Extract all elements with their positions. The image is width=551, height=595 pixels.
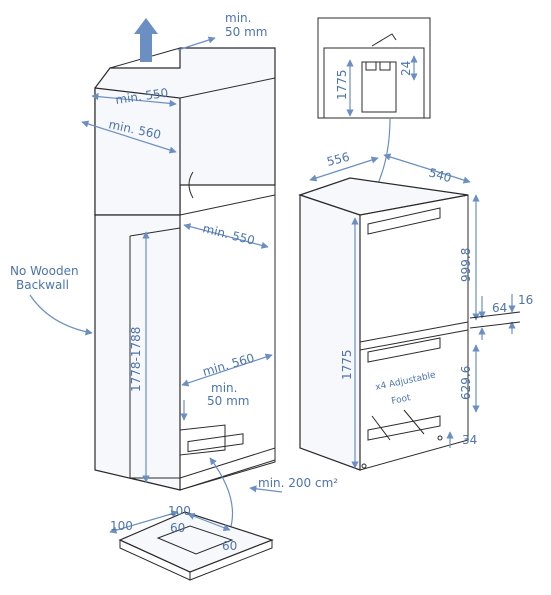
- label-min-50-top-b: 50 mm: [225, 25, 267, 39]
- fridge-dimensions: [309, 153, 521, 469]
- plinth-tray: [109, 510, 274, 581]
- kitchen-cabinet: [94, 47, 276, 491]
- inset-detail: [317, 17, 431, 119]
- label-feet-b: Foot: [391, 393, 413, 407]
- label-fridge-width: 556: [325, 150, 351, 169]
- label-plinth-60-inner: 60: [170, 521, 185, 535]
- label-min-50-low-a: min.: [211, 381, 237, 395]
- cabinet-dimensions: [29, 36, 283, 531]
- label-fridge-34: 34: [462, 433, 477, 447]
- label-vent-area: min. 200 cm²: [258, 476, 338, 490]
- fridge-unit: [298, 177, 469, 471]
- label-min-560-low: min. 560: [201, 351, 256, 379]
- vent-up-arrow-icon: [134, 18, 158, 62]
- label-plinth-60-right: 60: [222, 539, 237, 553]
- label-inset-24: 24: [399, 61, 413, 76]
- label-fridge-height: 1775: [340, 349, 354, 380]
- label-feet-a: x4 Adjustable: [375, 370, 438, 393]
- label-fridge-upper: 999.8: [459, 248, 473, 282]
- label-plinth-100-left: 100: [110, 519, 133, 533]
- label-min-550-mid: min. 550: [201, 221, 256, 247]
- label-fridge-lower: 629.6: [459, 366, 473, 400]
- label-inset-1775: 1775: [335, 69, 349, 100]
- note-no-wooden-a: No Wooden: [10, 264, 79, 278]
- label-fridge-depth: 540: [427, 165, 453, 185]
- label-fridge-64: 64: [492, 301, 507, 315]
- label-fridge-16: 16: [518, 293, 533, 307]
- label-min-50-low-b: 50 mm: [207, 394, 249, 408]
- label-min-50-top-a: min.: [225, 11, 251, 25]
- note-no-wooden-b: Backwall: [16, 278, 69, 292]
- label-height-range: 1778-1788: [129, 327, 143, 392]
- label-plinth-100-top: 100: [168, 504, 191, 518]
